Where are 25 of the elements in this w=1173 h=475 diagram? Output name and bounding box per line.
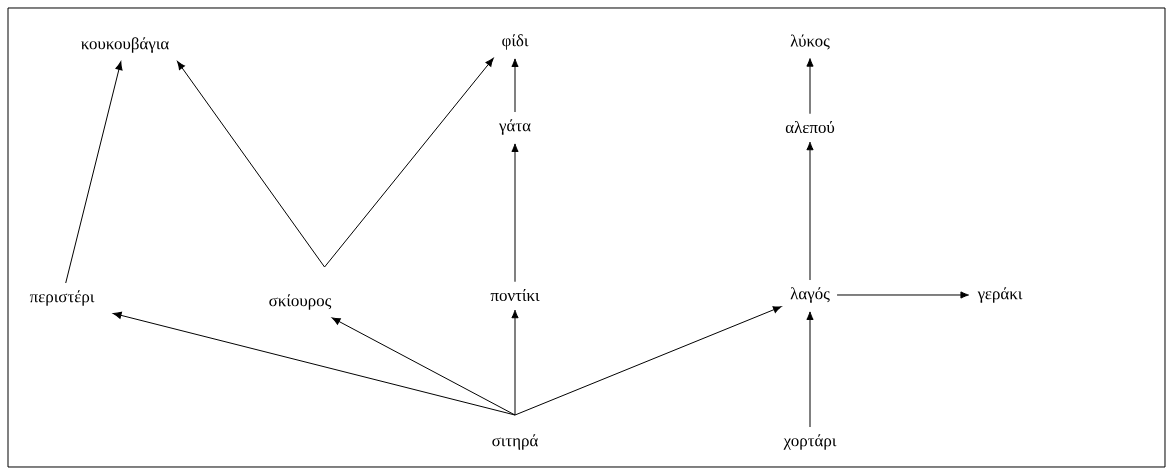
arrow — [112, 311, 516, 416]
arrow — [511, 309, 519, 416]
animal-label: φίδι — [502, 34, 529, 50]
arrow — [511, 58, 519, 113]
animal-label: λύκος — [790, 34, 830, 50]
animal-label: αλεπού — [785, 120, 835, 134]
arrow — [177, 61, 326, 268]
arrow — [806, 311, 814, 428]
animal-label: ποντίκι — [490, 288, 540, 302]
animal-label: κουκουβάγια — [81, 37, 169, 53]
animal-label: σιτηρά — [492, 434, 538, 450]
animal-label: γάτα — [498, 119, 531, 135]
arrow — [331, 317, 516, 416]
animal-label: γεράκι — [977, 287, 1023, 303]
arrow — [806, 58, 814, 115]
animal-label: περιστέρι — [29, 290, 95, 306]
arrow — [514, 306, 782, 416]
arrow — [836, 291, 969, 299]
arrow — [65, 61, 123, 284]
animal-label: σκίουρος — [269, 294, 332, 310]
arrow — [511, 143, 519, 283]
arrow — [806, 141, 814, 281]
animal-label: χορτάρι — [783, 434, 837, 450]
animal-label: λαγός — [790, 287, 830, 303]
arrow — [324, 58, 494, 268]
